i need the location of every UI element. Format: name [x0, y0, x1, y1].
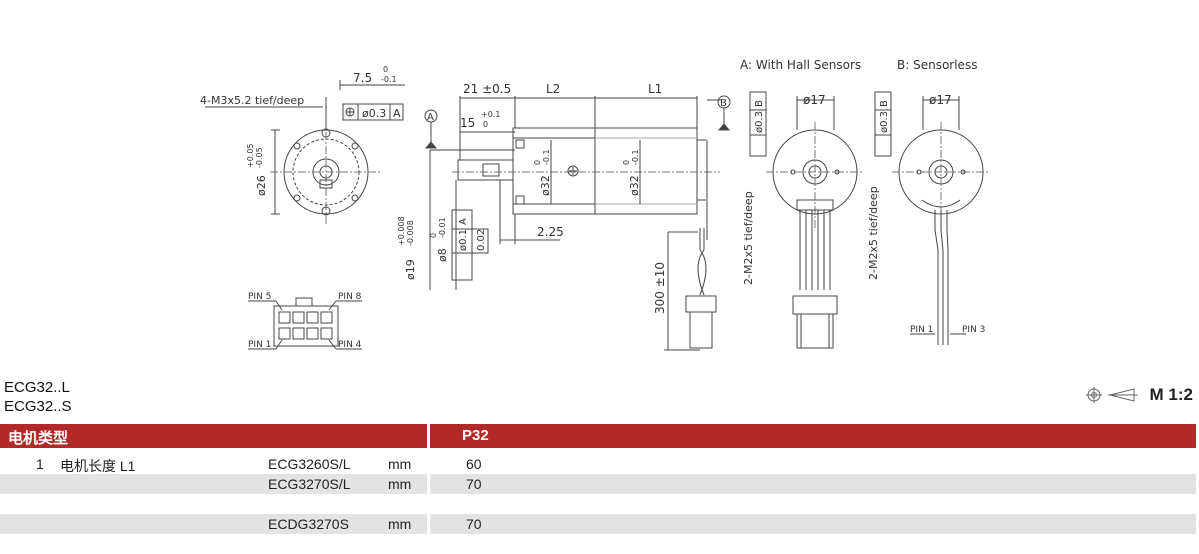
front-view-gearbox	[205, 97, 382, 226]
dim-2-25: 2.25	[537, 225, 564, 239]
tol-15-lower: 0	[483, 120, 488, 129]
row-divider	[427, 474, 430, 494]
dim-d32-right: ø32	[628, 175, 641, 196]
row-unit: mm	[388, 456, 412, 472]
datum-a-flag: A	[427, 112, 434, 123]
row-unit: mm	[388, 516, 412, 532]
projection-and-scale: M 1:2	[1084, 384, 1193, 406]
tol-7-5-lower: -0.1	[381, 75, 397, 84]
scale-label: M 1:2	[1149, 385, 1193, 404]
technical-drawing: A: With Hall Sensors B: Sensorless 4-M3x…	[200, 58, 990, 351]
pin4-label: PIN 4	[338, 340, 362, 350]
table-row: 1 电机长度 L1 ECG3260S/L mm 60	[0, 454, 1196, 474]
gdt-sensorless-datum: B	[879, 100, 890, 107]
tol-d32-left-lower: -0.1	[542, 149, 551, 165]
gdt-hall-datum: B	[754, 100, 765, 107]
tol-d26-upper: +0.05	[246, 143, 255, 168]
tol-d32-right-lower: -0.1	[631, 149, 640, 165]
header-motor-type: 电机类型	[8, 430, 69, 447]
table-row	[0, 494, 1196, 514]
tol-d26-lower: -0.05	[255, 147, 264, 168]
pin1-label: PIN 1	[248, 340, 271, 350]
dim-7-5: 7.5	[353, 71, 372, 85]
tol-d32-right-upper: 0	[622, 160, 631, 165]
dim-d17-hall: ø17	[803, 93, 826, 107]
header-p32: P32	[462, 427, 489, 444]
tol-d8-lower: -0.01	[438, 217, 447, 238]
dim-15: 15	[460, 116, 475, 130]
spec-table: 电机类型 P32 1 电机长度 L1 ECG3260S/L mm 60 ECG3…	[0, 424, 1196, 534]
row-model: ECG3260S/L	[268, 456, 351, 472]
tol-d8-upper: 0	[429, 233, 438, 238]
holes-note-sensorless: 2-M2x5 tief/deep	[867, 186, 880, 280]
gdt-sensorless-value: ø0.3	[879, 111, 890, 133]
header-divider	[427, 424, 430, 448]
model-name-l: ECG32..L	[4, 379, 70, 396]
row-unit: mm	[388, 476, 412, 492]
dim-l2: L2	[546, 82, 560, 96]
row-value: 60	[466, 456, 482, 472]
dim-d8: ø8	[436, 248, 449, 262]
pin8-label: PIN 8	[338, 292, 362, 302]
row-model: ECDG3270S	[268, 516, 349, 532]
thread-note: 4-M3x5.2 tief/deep	[200, 94, 304, 107]
tol-d19-lower: -0.008	[406, 220, 415, 246]
rear-view-sensorless	[874, 91, 990, 345]
tol-d19-upper: +0.008	[397, 216, 406, 246]
dim-300: 300 ±10	[653, 262, 667, 314]
datum-markers	[424, 95, 731, 149]
model-name-s: ECG32..S	[4, 398, 72, 415]
dim-d17-sensorless: ø17	[929, 93, 952, 107]
gdt-value-03: ø0.3	[362, 107, 386, 120]
gdt-frame-side	[451, 209, 489, 281]
dim-d32-left: ø32	[539, 175, 552, 196]
gdt-value-01: ø0.1	[458, 229, 469, 251]
datum-b-flag: B	[720, 98, 727, 109]
legend-a: A: With Hall Sensors	[740, 58, 861, 72]
tol-d32-left-upper: 0	[533, 160, 542, 165]
row-value: 70	[466, 516, 482, 532]
holes-note-hall: 2-M2x5 tief/deep	[742, 191, 755, 285]
pin1-sensorless-label: PIN 1	[910, 325, 933, 335]
gdt-value-002: 0.02	[476, 229, 487, 251]
row-number: 1	[36, 456, 44, 472]
row-divider	[427, 514, 430, 534]
row-value: 70	[466, 476, 482, 492]
tol-15-upper: +0.1	[481, 110, 500, 119]
gdt-datum-a: A	[393, 107, 401, 120]
tol-7-5-upper: 0	[383, 65, 388, 74]
pin5-label: PIN 5	[248, 292, 271, 302]
gdt-frame-position	[342, 103, 404, 121]
dim-d19: ø19	[404, 259, 417, 280]
legend-b: B: Sensorless	[897, 58, 977, 72]
row-param: 电机长度 L1	[60, 458, 136, 474]
cable-and-connector	[664, 228, 717, 351]
row-model: ECG3270S/L	[268, 476, 351, 492]
dim-l1: L1	[648, 82, 662, 96]
rear-view-hall	[749, 91, 864, 349]
side-view-motor	[429, 96, 722, 290]
gdt-hall-value: ø0.3	[754, 111, 765, 133]
connector-pin-layout	[248, 297, 362, 350]
projection-symbol-icon	[1085, 387, 1138, 403]
pin3-sensorless-label: PIN 3	[962, 325, 985, 335]
table-header: 电机类型 P32	[0, 424, 1196, 448]
gdt-datum-a-side: A	[458, 218, 469, 225]
dim-d26: ø26	[255, 175, 268, 196]
table-row: ECG3270S/L mm 70	[0, 474, 1196, 494]
dim-21: 21 ±0.5	[463, 82, 511, 96]
table-row: ECDG3270S mm 70	[0, 514, 1196, 534]
